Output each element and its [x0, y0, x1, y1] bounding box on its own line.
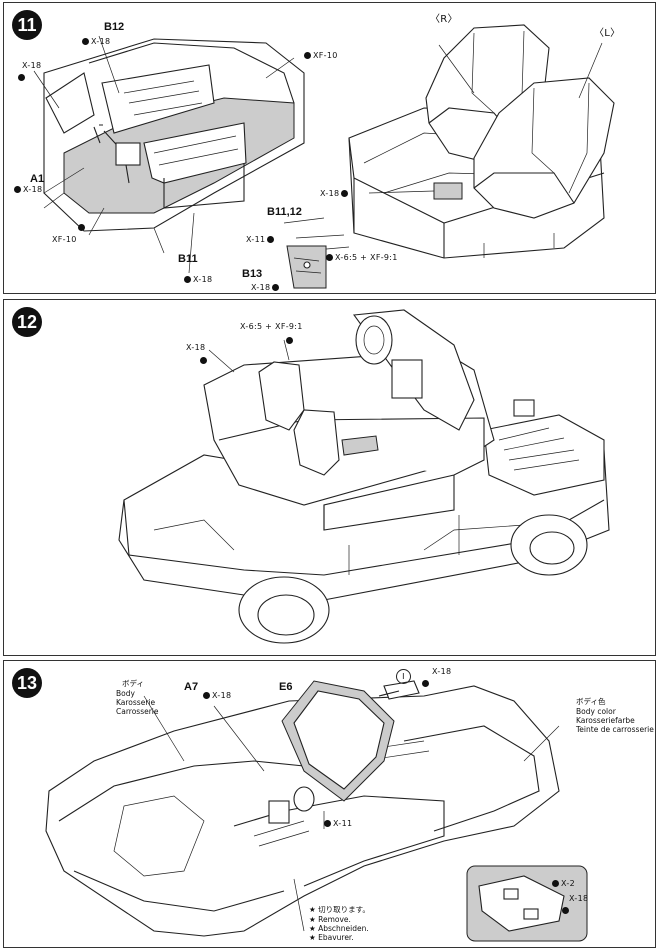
body-de-label: Karosserie — [116, 698, 156, 707]
remove-en-label: ★ Remove. — [309, 915, 351, 924]
remove-fr-label: ★ Ebavurer. — [309, 933, 354, 942]
x18-label: X-18 — [184, 275, 212, 284]
paint-dot-icon — [200, 356, 209, 365]
step-number: 13 — [12, 668, 42, 698]
step-number: 11 — [12, 10, 42, 40]
x18-label: X-18 — [251, 283, 281, 292]
paint-dot-icon — [562, 906, 571, 915]
color-jp-label: ボディ色 — [576, 697, 606, 706]
xf10-label: XF-10 — [52, 235, 77, 244]
paint-dot-icon — [341, 190, 349, 197]
circle-i-label: I — [396, 669, 411, 684]
paint-dot-icon — [203, 692, 210, 699]
seat-l-label: 〈L〉 — [594, 28, 621, 39]
body-jp-label: ボディ — [122, 679, 144, 688]
x6-xf9-label: X-6:5 + XF-9:1 — [240, 322, 303, 331]
paint-dot-icon — [304, 52, 311, 59]
paint-dot-icon — [184, 276, 191, 283]
body-en-label: Body — [116, 689, 135, 698]
color-fr-label: Teinte de carrosserie — [576, 725, 654, 734]
x18-label: X-18 — [82, 37, 110, 46]
part-b11-12-label: B11,12 — [267, 206, 302, 218]
remove-jp-label: ★ 切り取ります。 — [309, 905, 370, 914]
x18-label: X-18 — [203, 691, 231, 700]
x11-label: X-11 — [324, 819, 352, 828]
paint-dot-icon — [82, 38, 89, 45]
color-en-label: Body color — [576, 707, 616, 716]
x11-label: X-11 — [246, 235, 276, 244]
paint-dot-icon — [272, 284, 280, 291]
xf10-label: XF-10 — [304, 51, 338, 60]
x18-label: X-18 — [432, 667, 452, 676]
paint-dot-icon — [267, 236, 275, 243]
seat-r-label: 〈R〉 — [430, 14, 458, 25]
paint-dot-icon — [286, 336, 295, 345]
paint-dot-icon — [18, 73, 27, 82]
step-11-illustration — [33, 24, 615, 289]
part-b11-label: B11 — [178, 253, 198, 265]
remove-de-label: ★ Abschneiden. — [309, 924, 369, 933]
x6-xf9-label: X-6:5 + XF-9:1 — [326, 253, 398, 262]
paint-dot-icon — [14, 186, 21, 193]
x18-label: X-18 — [22, 61, 42, 70]
step-13-illustration — [45, 680, 588, 942]
color-de-label: Karosseriefarbe — [576, 716, 635, 725]
step-12-panel: 12 X-6:5 + XF-9:1 X-18 — [3, 299, 656, 656]
step-12-illustration — [118, 309, 610, 644]
paint-dot-icon — [326, 254, 333, 261]
x18-label: X-18 — [320, 189, 350, 198]
part-b12-label: B12 — [104, 21, 125, 33]
step-11-panel: 11 B12 — [3, 2, 656, 294]
paint-dot-icon — [78, 223, 87, 232]
step-13-panel: 13 ボディ Body Karosserie Carrosserie A7 X-… — [3, 660, 656, 948]
paint-dot-icon — [324, 820, 331, 827]
x18-label: X-18 — [186, 343, 206, 352]
part-b13-label: B13 — [242, 268, 263, 280]
part-a1-label: A1 — [30, 173, 45, 185]
paint-dot-icon — [552, 880, 559, 887]
body-fr-label: Carrosserie — [116, 707, 159, 716]
x18-label: X-18 — [14, 185, 42, 194]
part-e6-label: E6 — [279, 681, 293, 693]
part-a7-label: A7 — [184, 681, 199, 693]
step-number: 12 — [12, 307, 42, 337]
x2-label: X-2 — [552, 879, 575, 888]
paint-dot-icon — [422, 679, 431, 688]
x18-label: X-18 — [569, 894, 589, 903]
